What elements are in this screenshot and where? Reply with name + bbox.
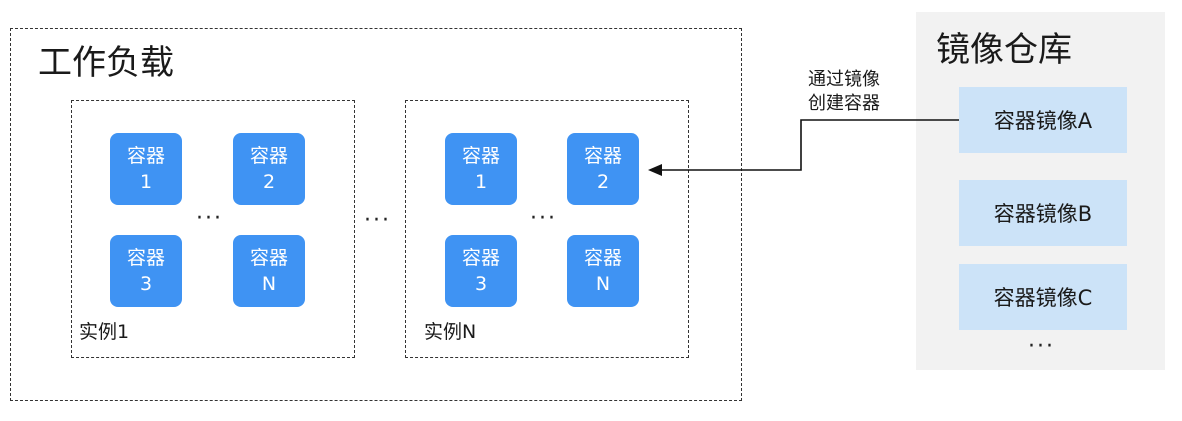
container-label: 容器 <box>249 247 288 269</box>
container-1-2: 容器 2 <box>233 133 305 205</box>
container-1-1: 容器 1 <box>110 133 182 205</box>
connector-note-line1: 通过镜像 <box>808 69 880 90</box>
container-label: 容器 <box>583 145 622 167</box>
container-label: 容器 <box>249 145 288 167</box>
instance-box-1 <box>71 100 355 358</box>
container-index: N <box>261 273 277 295</box>
instance-box-n <box>405 100 689 358</box>
container-1-3: 容器 3 <box>110 235 182 307</box>
image-a: 容器镜像A <box>959 87 1127 153</box>
container-n-1: 容器 1 <box>445 133 517 205</box>
container-label: 容器 <box>461 247 500 269</box>
container-n-n: 容器 N <box>567 235 639 307</box>
container-index: 3 <box>474 273 488 295</box>
connector-note: 通过镜像 创建容器 <box>808 68 880 116</box>
container-label: 容器 <box>583 247 622 269</box>
container-label: 容器 <box>126 247 165 269</box>
container-index: 2 <box>262 171 276 193</box>
arrow-head <box>648 164 662 176</box>
instance-1-label: 实例1 <box>79 321 130 343</box>
container-index: 3 <box>139 273 153 295</box>
repository-ellipsis: ··· <box>1028 334 1055 359</box>
instances-ellipsis: ··· <box>364 208 391 233</box>
container-index: 1 <box>139 171 153 193</box>
repository-title: 镜像仓库 <box>936 30 1072 70</box>
container-n-2: 容器 2 <box>567 133 639 205</box>
container-index: 2 <box>596 171 610 193</box>
workload-title: 工作负载 <box>38 43 174 83</box>
container-n-3: 容器 3 <box>445 235 517 307</box>
connector-line <box>660 119 959 171</box>
workload-box <box>10 28 742 401</box>
instance-1-ellipsis: ··· <box>196 206 223 231</box>
image-b: 容器镜像B <box>959 180 1127 246</box>
instance-n-label: 实例N <box>424 321 477 343</box>
container-label: 容器 <box>461 145 500 167</box>
image-c: 容器镜像C <box>959 264 1127 330</box>
container-1-n: 容器 N <box>233 235 305 307</box>
instance-n-ellipsis: ··· <box>530 206 557 231</box>
container-index: 1 <box>474 171 488 193</box>
connector-note-line2: 创建容器 <box>808 93 880 114</box>
container-index: N <box>595 273 611 295</box>
container-label: 容器 <box>126 145 165 167</box>
